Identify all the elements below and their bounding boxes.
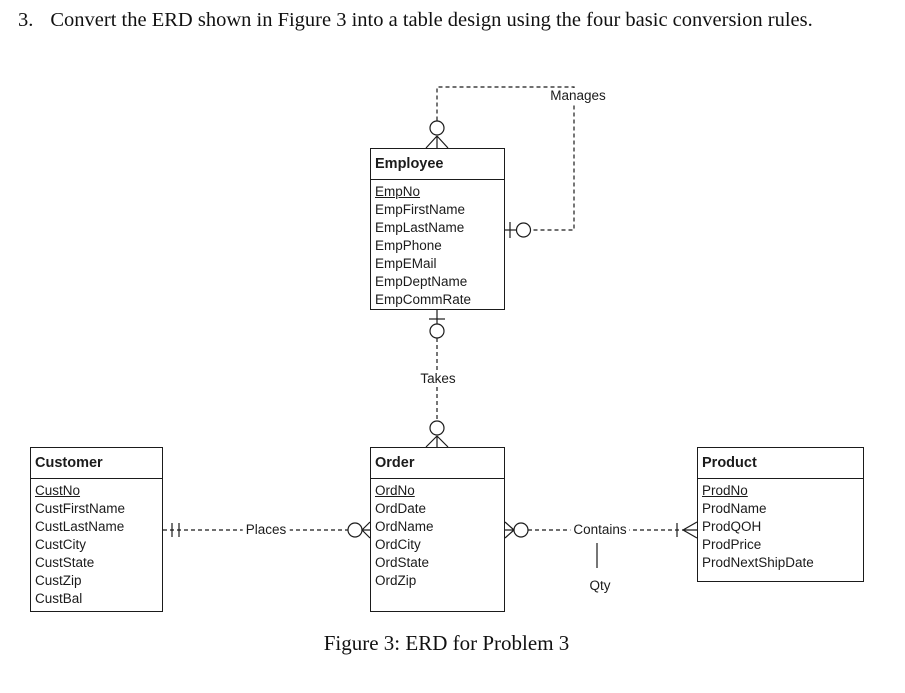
attribute-prodprice: ProdPrice [702, 537, 762, 552]
attribute-empcommrate: EmpCommRate [375, 292, 472, 307]
entity-employee: Employee EmpNo EmpFirstName EmpLastName … [370, 148, 505, 310]
places-optional-circle-icon [347, 522, 363, 538]
attribute-custstate: CustState [35, 555, 95, 570]
entity-customer: Customer CustNo CustFirstName CustLastNa… [30, 447, 163, 612]
entity-order: Order OrdNo OrdDate OrdName OrdCity OrdS… [370, 447, 505, 612]
problem-statement: 3. Convert the ERD shown in Figure 3 into… [18, 9, 813, 32]
problem-number: 3. [18, 9, 34, 31]
entity-customer-name: Customer [31, 448, 162, 479]
attribute-ordname: OrdName [375, 519, 434, 534]
attribute-empemail: EmpEMail [375, 256, 437, 271]
entity-employee-attributes: EmpNo EmpFirstName EmpLastName EmpPhone … [371, 180, 504, 309]
attribute-empphone: EmpPhone [375, 238, 442, 253]
takes-crow-foot-icon [425, 435, 449, 448]
contains-optional-circle-icon [513, 522, 529, 538]
attribute-ordno: OrdNo [375, 483, 415, 498]
manages-optional-circle-top-icon [429, 120, 445, 136]
attribute-custbal: CustBal [35, 591, 83, 606]
entity-order-attributes: OrdNo OrdDate OrdName OrdCity OrdState O… [371, 479, 504, 590]
figure-caption: Figure 3: ERD for Problem 3 [323, 631, 570, 655]
contains-crow-foot-right-icon [682, 521, 698, 539]
relationship-manages-line [425, 86, 575, 238]
entity-product: Product ProdNo ProdName ProdQOH ProdPric… [697, 447, 864, 582]
attribute-prodname: ProdName [702, 501, 767, 516]
relationship-label-takes: Takes [417, 371, 459, 387]
attribute-empno: EmpNo [375, 184, 421, 199]
entity-employee-name: Employee [371, 149, 504, 180]
relationship-takes-line [425, 310, 449, 448]
manages-dashed-loop [436, 86, 575, 231]
attribute-prodqoh: ProdQOH [702, 519, 762, 534]
attribute-prodno: ProdNo [702, 483, 748, 498]
attribute-orddate: OrdDate [375, 501, 427, 516]
relationship-label-manages: Manages [547, 88, 609, 104]
relationship-label-places: Places [242, 522, 290, 538]
entity-product-attributes: ProdNo ProdName ProdQOH ProdPrice ProdNe… [698, 479, 863, 572]
attribute-empdeptname: EmpDeptName [375, 274, 468, 289]
attribute-ordcity: OrdCity [375, 537, 421, 552]
attribute-empfirstname: EmpFirstName [375, 202, 466, 217]
contains-crow-foot-left-icon [504, 521, 515, 539]
attribute-custlastname: CustLastName [35, 519, 125, 534]
attribute-custno: CustNo [35, 483, 81, 498]
attribute-ordzip: OrdZip [375, 573, 417, 588]
relationship-label-contains: Contains [570, 522, 630, 538]
places-crow-foot-icon [361, 521, 371, 539]
takes-optional-circle-bottom-icon [429, 420, 445, 436]
takes-optional-circle-icon [429, 323, 445, 339]
entity-product-name: Product [698, 448, 863, 479]
entity-customer-attributes: CustNo CustFirstName CustLastName CustCi… [31, 479, 162, 608]
relationship-attribute-qty: Qty [586, 578, 614, 594]
places-double-bar-icon [171, 523, 180, 537]
attribute-custcity: CustCity [35, 537, 87, 552]
attribute-custfirstname: CustFirstName [35, 501, 126, 516]
problem-text: Convert the ERD shown in Figure 3 into a… [50, 9, 813, 31]
manages-crow-foot-icon [425, 135, 449, 149]
attribute-custzip: CustZip [35, 573, 82, 588]
manages-optional-circle-icon [515, 222, 532, 238]
attribute-emplastname: EmpLastName [375, 220, 465, 235]
attribute-prodnextshipdate: ProdNextShipDate [702, 555, 814, 570]
entity-order-name: Order [371, 448, 504, 479]
attribute-ordstate: OrdState [375, 555, 430, 570]
